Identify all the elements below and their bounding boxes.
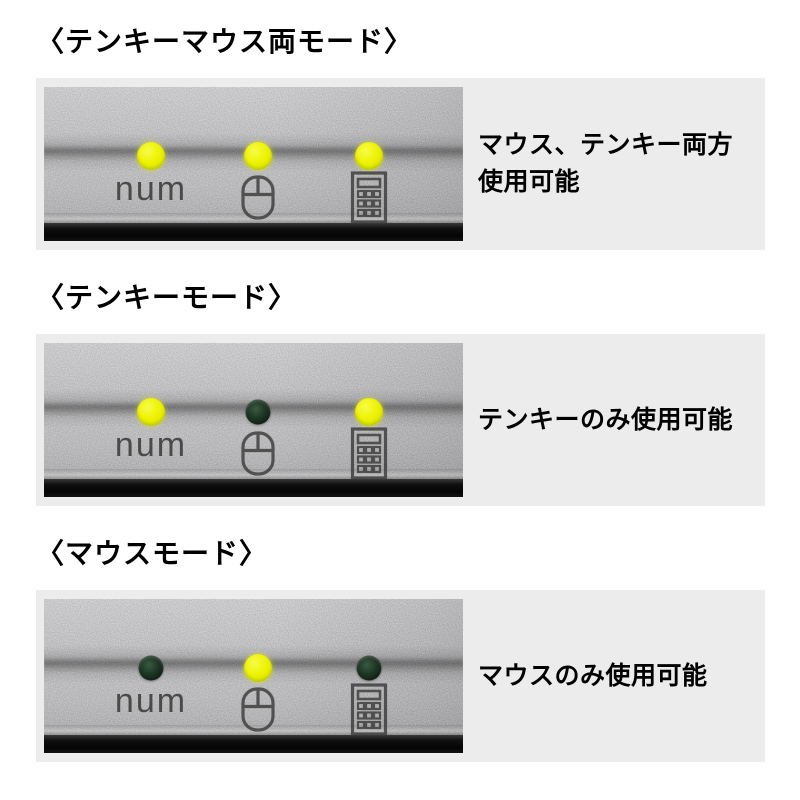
mode-description: マウス、テンキー両方 使用可能 (478, 127, 733, 201)
num-label: num (114, 682, 188, 720)
mode-section-both: 〈テンキーマウス両モード〉 num (0, 0, 800, 250)
num-led (137, 398, 165, 426)
device-photo: num (44, 343, 463, 497)
description-line: テンキーのみ使用可能 (478, 405, 734, 434)
num-led (137, 142, 165, 170)
keypad-icon (350, 427, 388, 485)
device-edge-shadow (44, 223, 463, 241)
mode-heading: 〈テンキーモード〉 (36, 282, 298, 313)
keypad-icon (350, 171, 388, 229)
device-edge-shadow (44, 735, 463, 753)
device-photo: num (44, 87, 463, 241)
num-label: num (114, 426, 188, 464)
keypad-icon (350, 683, 388, 741)
mode-panel: num テンキーのみ使用可能 (36, 334, 765, 506)
description-line: 使用可能 (478, 168, 581, 196)
num-led (138, 655, 164, 681)
mode-heading: 〈マウスモード〉 (36, 538, 269, 569)
mode-section-tenkey: 〈テンキーモード〉 num (0, 282, 800, 506)
mode-description: マウスのみ使用可能 (478, 658, 708, 695)
mode-panel: num マウス、テンキー両方 使用可能 (36, 78, 765, 250)
description-line: マウス、テンキー両方 (478, 131, 734, 159)
num-label: num (114, 170, 188, 208)
mouse-led (245, 399, 271, 425)
keypad-led (355, 142, 383, 170)
mouse-led (244, 142, 272, 170)
keypad-led (355, 398, 383, 426)
mode-panel: num マウスのみ使用可能 (36, 590, 765, 762)
mode-description: テンキーのみ使用可能 (478, 402, 733, 439)
device-photo: num (44, 599, 463, 753)
mouse-icon (240, 686, 276, 738)
mouse-led (244, 654, 272, 682)
mode-section-mouse: 〈マウスモード〉 num (0, 538, 800, 762)
mode-heading: 〈テンキーマウス両モード〉 (36, 26, 414, 57)
description-line: マウスのみ使用可能 (478, 661, 708, 690)
device-edge-shadow (44, 479, 463, 497)
mouse-icon (240, 174, 276, 226)
keypad-led (356, 655, 382, 681)
mouse-icon (240, 430, 276, 482)
